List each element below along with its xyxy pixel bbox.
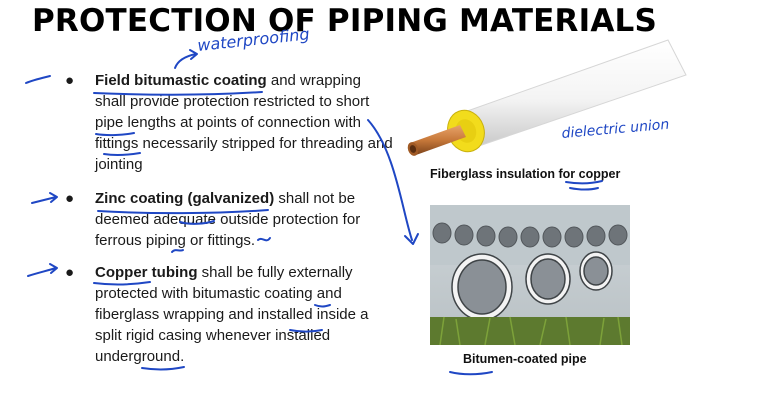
bullet-heading: Zinc coating (galvanized) [95, 190, 275, 207]
bullet-dot: ● [65, 190, 75, 207]
bullet-text: shall not be deemed adequate outside pro… [95, 190, 361, 249]
bitumen-pipes-image [430, 205, 630, 345]
page-title: PROTECTION OF PIPING MATERIALS [32, 3, 658, 39]
bullet-text: shall be fully externally protected with… [95, 264, 369, 365]
underline-ink [141, 366, 185, 371]
bullet-item-bitumastic: ● Field bitumastic coating and wrapping … [65, 70, 395, 175]
bitumen-pipes-drawing [430, 205, 630, 345]
dash-mark-ink [25, 75, 51, 84]
bullet-dot: ● [65, 264, 75, 281]
underline-ink [565, 180, 603, 185]
bullet-item-zinc: ● Zinc coating (galvanized) shall not be… [65, 188, 395, 251]
bullet-heading: Copper tubing [95, 264, 198, 281]
bullet-text: and wrapping shall provide protection re… [95, 72, 393, 173]
arrow-mark-ink [27, 263, 58, 277]
arrow-head-ink [189, 49, 198, 60]
underline-ink [449, 371, 493, 376]
arrow-head-ink [404, 233, 419, 245]
bullet-dot: ● [65, 72, 75, 89]
arrow-mark-ink [31, 192, 58, 204]
caption-copper: Fiberglass insulation for copper [430, 167, 621, 181]
underline-ink [569, 187, 599, 191]
copper-insulation-image [398, 35, 688, 160]
bullet-item-copper: ● Copper tubing shall be fully externall… [65, 262, 395, 367]
caption-bitumen: Bitumen-coated pipe [463, 352, 587, 366]
arrow-ink [174, 53, 197, 69]
bullet-heading: Field bitumastic coating [95, 72, 267, 89]
insulated-copper-pipe-drawing [407, 39, 687, 156]
